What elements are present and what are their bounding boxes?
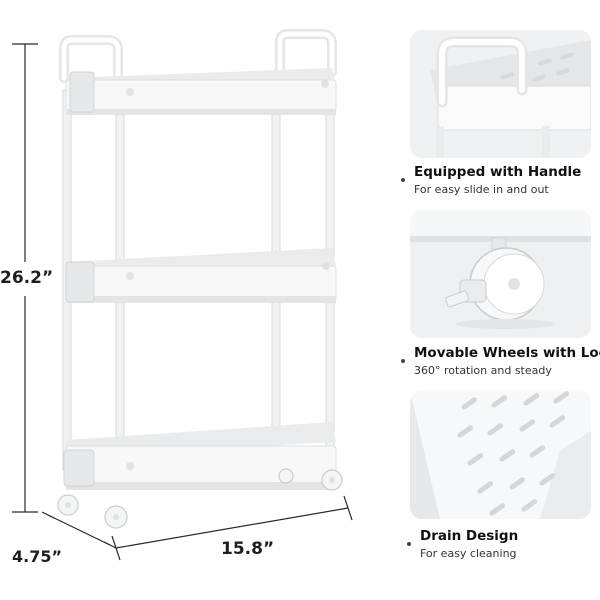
feature-title: Equipped with Handle — [414, 164, 582, 180]
feature-subtitle: For easy slide in and out — [414, 183, 549, 196]
feature-title: Drain Design — [420, 528, 519, 544]
depth-dimension-line — [41, 511, 117, 549]
height-dimension-label: 26.2” — [0, 268, 54, 288]
drain-closeup-image — [410, 391, 591, 519]
feature-title: Movable Wheels with Lock — [414, 345, 600, 361]
bullet-dot — [407, 542, 411, 546]
handle-closeup-image — [410, 30, 591, 158]
feature-subtitle: For easy cleaning — [420, 547, 517, 560]
cart-shelf-middle — [65, 248, 337, 303]
bullet-dot — [401, 178, 405, 182]
cart-shelf-bottom — [63, 422, 337, 490]
height-dimension-line — [12, 43, 38, 513]
feature-subtitle: 360° rotation and steady — [414, 364, 552, 377]
width-dimension-line — [111, 495, 353, 561]
depth-dimension-label: 4.75” — [12, 547, 62, 566]
cart-shelf-top — [65, 68, 337, 115]
wheel-closeup-image — [410, 210, 591, 338]
width-dimension-label: 15.8” — [221, 539, 275, 559]
bullet-dot — [401, 359, 405, 363]
